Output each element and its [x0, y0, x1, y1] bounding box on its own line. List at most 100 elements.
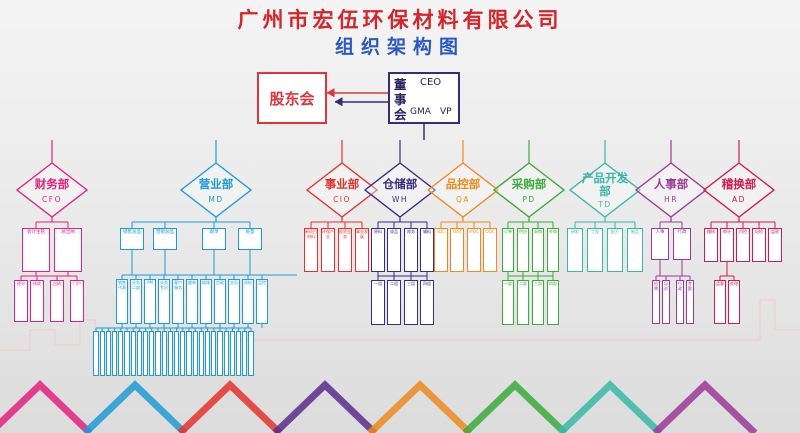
skyline-decoration [0, 299, 800, 351]
department-code: CFO [42, 195, 62, 204]
md-leaf [93, 331, 99, 376]
qa-unit: IPQC [467, 228, 481, 272]
cfo-unit: 总出纳 [54, 228, 82, 272]
company-title: 广州市宏伍环保材料有限公司 [237, 8, 563, 32]
td-unit: 配方 [607, 228, 623, 272]
pd-unit: 采购 [532, 228, 544, 272]
vp-label: VP [440, 107, 452, 117]
md-leaf [229, 331, 235, 376]
md-leaf [217, 331, 223, 376]
cfo-subunit: 核成 [30, 280, 44, 322]
md-subunit: 助理 [200, 279, 212, 324]
md-subunit: PM [144, 279, 156, 324]
wh-subunit: 四组 [420, 280, 434, 325]
md-subunit: 质检 [242, 279, 254, 324]
zigzag-decoration [462, 380, 568, 433]
md-leaf [99, 331, 105, 376]
ceo-label: CEO [420, 77, 442, 88]
department-name: 营业部 [198, 177, 234, 191]
cfo-subunit: 出纳 [50, 280, 64, 322]
qa-unit: OQC [483, 228, 497, 272]
zigzag-decoration [652, 380, 758, 433]
pd-unit: 外购 [547, 228, 559, 272]
ad-subunit: 监督 [714, 280, 726, 324]
zigzag-decoration [367, 380, 473, 433]
md-leaf [112, 331, 118, 376]
md-leaf [242, 331, 248, 376]
md-leaf [118, 331, 124, 376]
zigzag-decoration [557, 380, 663, 433]
chart-subtitle: 组织架构图 [334, 36, 465, 58]
md-leaf [149, 331, 155, 376]
ad-unit: 内控 [736, 228, 750, 262]
md-leaf [167, 331, 173, 376]
wh-unit: 成品 [387, 228, 401, 272]
pd-subunit: 三部 [532, 280, 544, 325]
pd-subunit: 二部 [517, 280, 529, 325]
department-code: AD [732, 195, 746, 204]
md-leaf [174, 331, 180, 376]
cio-unit: 投资业务 [338, 228, 352, 272]
md-subunit: 货款 [214, 279, 226, 324]
department-code: HR [664, 195, 678, 204]
ad-unit: 纪检 [752, 228, 766, 262]
hr-subunit: 培训 [662, 280, 670, 324]
department-code: QA [455, 195, 471, 204]
md-unit: 跟单 [202, 228, 226, 250]
td-unit: 新品 [627, 228, 643, 272]
department-name: 稽换部 [721, 177, 757, 191]
hr-unit: 人事 [651, 228, 669, 260]
md-subunit: 业务专员 [158, 279, 170, 324]
zigzag-decoration [177, 380, 283, 433]
md-subunit: 客户服务 [172, 279, 184, 324]
md-leaf [143, 331, 149, 376]
md-subunit: 品控 [256, 279, 268, 324]
md-unit: 销售总监 [120, 228, 144, 250]
wh-subunit: 二组 [387, 280, 401, 325]
md-leaf [136, 331, 142, 376]
td-unit: 研发 [567, 228, 583, 272]
md-leaf [192, 331, 198, 376]
cio-unit: 事业发展 [355, 228, 369, 272]
hr-unit: 行政 [673, 228, 691, 260]
department-name: 人事部 [653, 177, 689, 191]
md-subunit: 跟单 [186, 279, 198, 324]
md-leaf [236, 331, 242, 376]
cio-unit: 环保产业 [321, 228, 335, 272]
md-leaf [124, 331, 130, 376]
hr-subunit: 考勤 [686, 280, 694, 324]
hr-subunit: 招聘 [652, 280, 660, 324]
cfo-unit: 会计主管 [22, 228, 50, 272]
md-leaf [248, 331, 254, 376]
td-unit: 工程 [587, 228, 603, 272]
md-leaf [186, 331, 192, 376]
md-leaf [161, 331, 167, 376]
board-label: 董 事 会 [394, 77, 407, 122]
md-leaf [198, 331, 204, 376]
md-leaf [130, 331, 136, 376]
md-leaf [223, 331, 229, 376]
cfo-subunit: 经分 [14, 280, 28, 322]
pd-subunit: 四部 [547, 280, 559, 325]
wh-unit: 库务 [404, 228, 418, 272]
qa-unit: TEST [450, 228, 464, 272]
md-leaf [180, 331, 186, 376]
md-unit: 营销总监 [153, 228, 177, 250]
md-leaf [211, 331, 217, 376]
department-name: 采购部 [511, 177, 547, 191]
md-leaf [105, 331, 111, 376]
wh-subunit: 一组 [371, 280, 385, 325]
wh-unit: 原料 [371, 228, 385, 272]
md-subunit: 销售代表 [116, 279, 128, 324]
zigzag-decoration [0, 380, 93, 433]
cio-unit: 新项目材料 [304, 228, 318, 272]
ad-unit: 监察 [768, 228, 782, 262]
md-subunit: 文员 [228, 279, 240, 324]
zigzag-decoration [82, 380, 188, 433]
pd-subunit: 一部 [502, 280, 514, 325]
department-name: 产品开发部 [582, 171, 628, 198]
ad-subunit: 处理 [728, 280, 740, 324]
department-code: TD [598, 200, 612, 209]
md-leaf [155, 331, 161, 376]
